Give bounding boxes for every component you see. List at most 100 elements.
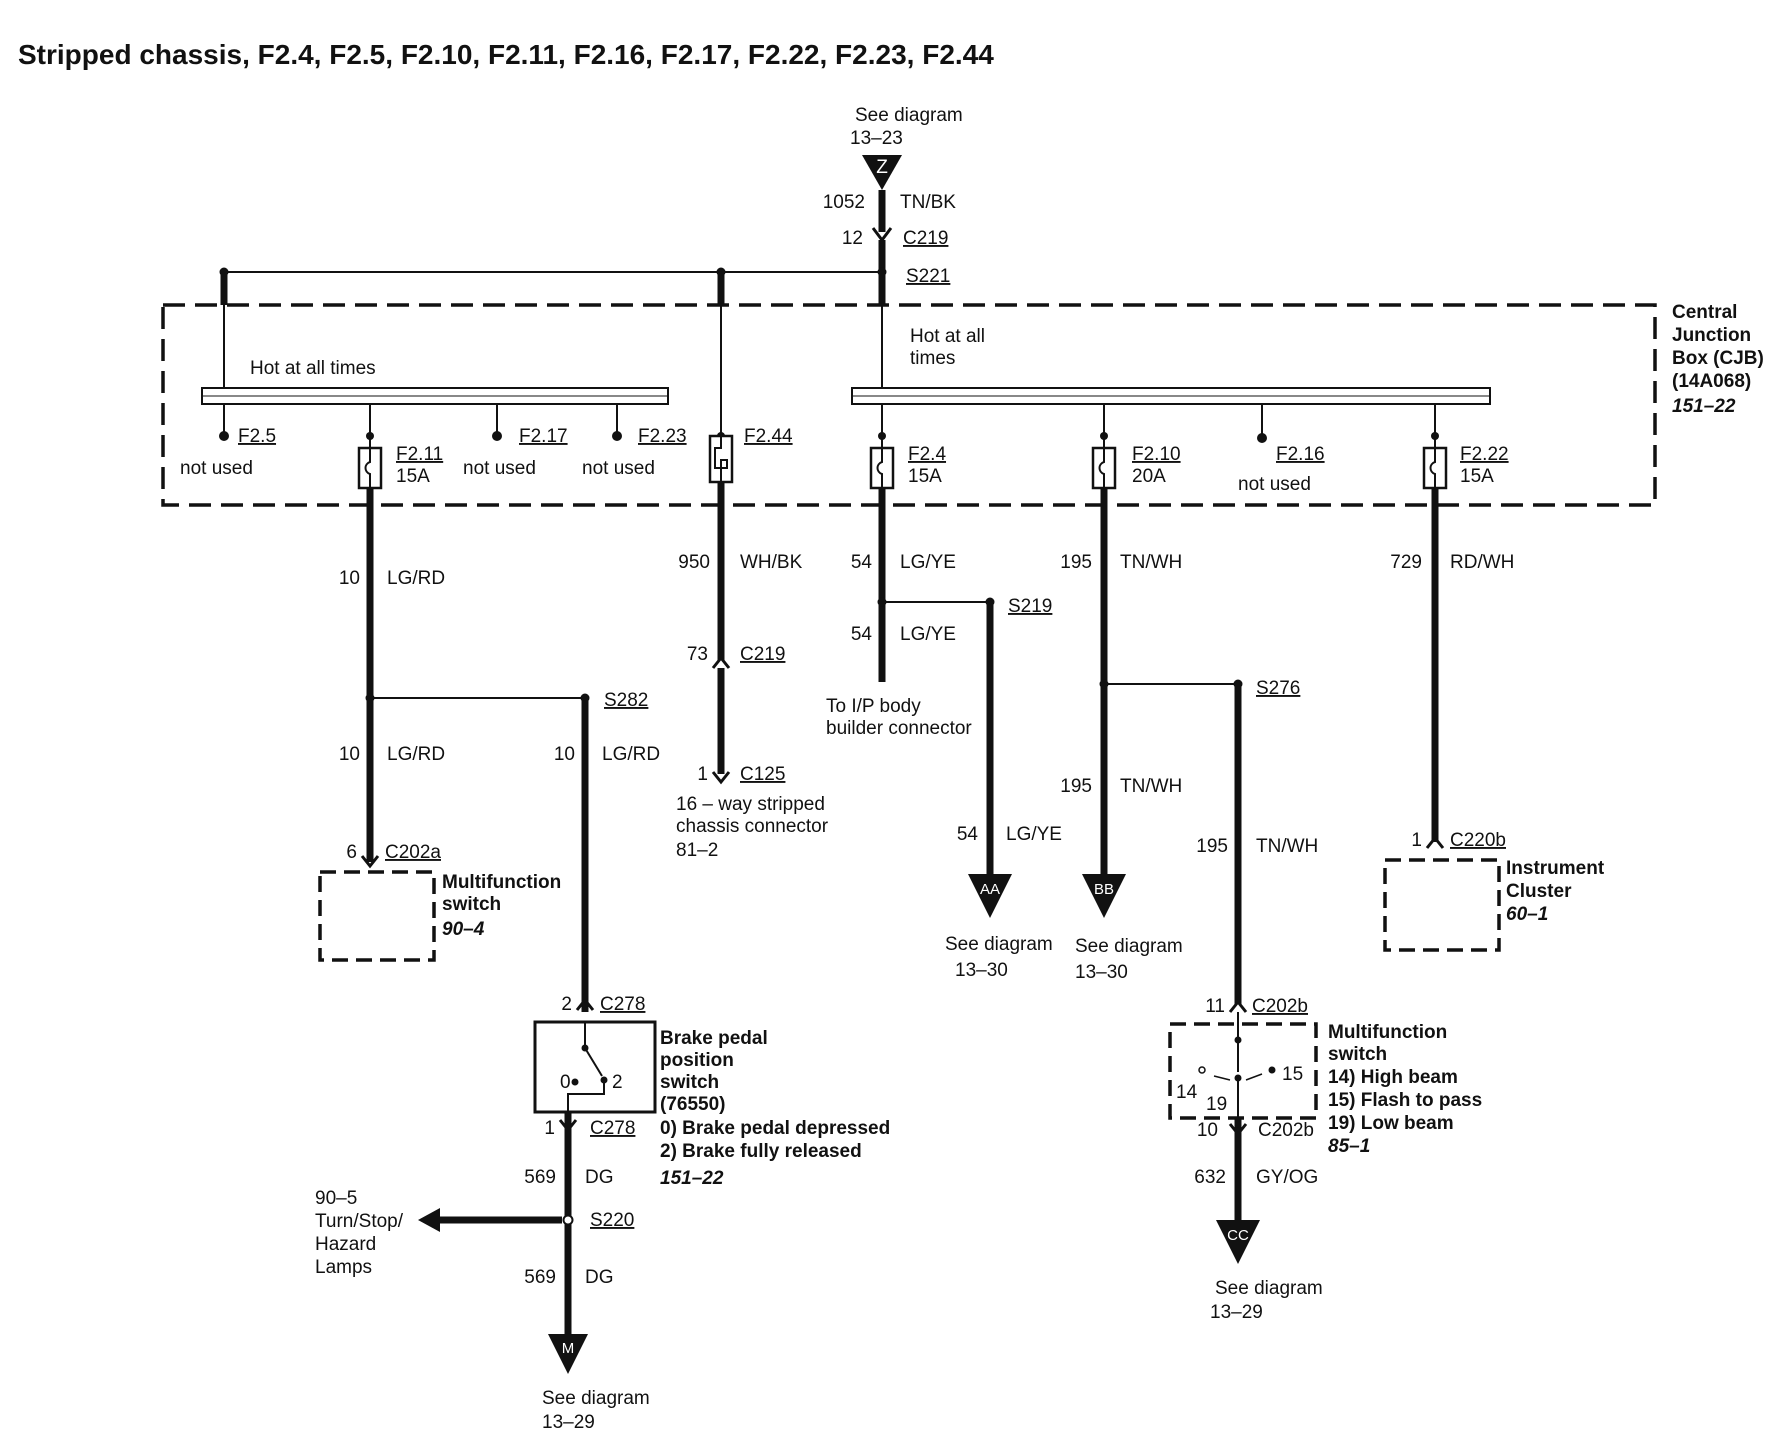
mfs-b-label-3: 14) High beam (1328, 1067, 1458, 1088)
branch-f222: 729 RD/WH 1 C220b Instrument Cluster 60–… (1383, 488, 1605, 952)
marker-aa-see: See diagram (945, 934, 1053, 955)
c125-desc-2: chassis connector (676, 816, 829, 837)
c219-top-name: C219 (903, 228, 948, 249)
wire-54-b-number: 54 (851, 624, 873, 645)
f25-dot (219, 431, 229, 441)
marker-cc-label: CC (1227, 1227, 1249, 1244)
bp-switch-blade (584, 1047, 603, 1077)
instrument-cluster-box (1383, 858, 1501, 952)
mfs-b-label-1: Multifunction (1328, 1022, 1447, 1043)
ic-label-2: Cluster (1506, 881, 1572, 902)
c278-top-name: C278 (600, 994, 645, 1015)
f217-dot (492, 431, 502, 441)
f210-dot (1100, 432, 1108, 440)
marker-m-triangle (548, 1334, 588, 1374)
c220b-pin: 1 (1411, 830, 1422, 851)
marker-cc-see: See diagram (1215, 1278, 1323, 1299)
cjb-label-1: Central (1672, 302, 1737, 323)
wire-569-b-number: 569 (524, 1267, 556, 1288)
wire-f211-a-color: LG/RD (387, 568, 445, 589)
branch-f210: 195 TN/WH S276 195 TN/WH BB See diagram … (1060, 488, 1482, 1323)
marker-aa-ref: 13–30 (955, 960, 1008, 981)
top-marker-triangle (862, 155, 902, 190)
wire-569-b-color: DG (585, 1267, 614, 1288)
wire-195-c-number: 195 (1196, 836, 1228, 857)
f211-name: F2.11 (396, 444, 443, 465)
central-junction-box: Central Junction Box (CJB) (14A068) 151–… (161, 302, 1764, 507)
f222-dot (1431, 432, 1439, 440)
bp-switch-pos-2: 2 (612, 1072, 623, 1093)
marker-m-ref: 13–29 (542, 1412, 595, 1433)
marker-m-label: M (562, 1340, 575, 1357)
marker-m-see: See diagram (542, 1388, 650, 1409)
branch-f211: 10 LG/RD S282 10 LG/RD 6 C202a Multifunc… (315, 488, 890, 1433)
wire-632-number: 632 (1194, 1167, 1226, 1188)
mfs-a-label-2: switch (442, 894, 501, 915)
diagram-title: Stripped chassis, F2.4, F2.5, F2.10, F2.… (18, 39, 994, 70)
s276-left-dot (1099, 679, 1109, 689)
marker-cc-triangle (1216, 1220, 1260, 1264)
marker-aa-triangle (968, 874, 1012, 918)
f244-name: F2.44 (744, 426, 793, 447)
wire-195-a-color: TN/WH (1120, 552, 1182, 573)
wire-54-c-number: 54 (957, 824, 979, 845)
c125-name: C125 (740, 764, 785, 785)
bp-label-1: Brake pedal (660, 1028, 768, 1049)
multifunction-switch-a-box (318, 870, 436, 962)
f24-rating: 15A (908, 466, 942, 487)
mfs-b-link-15 (1245, 1073, 1263, 1081)
wire-54-c-color: LG/YE (1006, 824, 1062, 845)
f216-name: F2.16 (1276, 444, 1325, 465)
mfs-b-sw15: 15 (1282, 1064, 1303, 1085)
bp-label-3: switch (660, 1072, 719, 1093)
top-marker-label: Z (876, 157, 888, 178)
ic-label-3: 60–1 (1506, 904, 1548, 925)
s221-label: S221 (906, 266, 950, 287)
c202b-bottom-connector-icon (1228, 1123, 1248, 1137)
c278-bottom-pin: 1 (544, 1118, 555, 1139)
wire-54-b-color: LG/YE (900, 624, 956, 645)
c278-bottom-connector-icon (558, 1119, 578, 1133)
f24-fuse-element (876, 448, 883, 488)
wire-195-a-number: 195 (1060, 552, 1092, 573)
c220b-connector-icon (1425, 835, 1445, 849)
c219-mid-pin: 73 (687, 644, 708, 665)
f211-dot (366, 432, 374, 440)
c125-connector-icon (711, 771, 731, 785)
c202b-bottom-pin: 10 (1197, 1120, 1218, 1141)
wire-950-number: 950 (678, 552, 710, 573)
mfs-b-label-5: 19) Low beam (1328, 1113, 1454, 1134)
s282-label: S282 (604, 690, 648, 711)
bp-switch-contact-0 (571, 1078, 579, 1086)
c202b-bottom-name: C202b (1258, 1120, 1314, 1141)
marker-bb-see: See diagram (1075, 936, 1183, 957)
f210-fuse-element (1098, 448, 1105, 488)
bp-switch-output (567, 1080, 605, 1112)
s220-label: S220 (590, 1210, 634, 1231)
bp-label-4: (76550) (660, 1094, 726, 1115)
top-ref-label: 13–23 (850, 128, 903, 149)
turn-stop-label-2: Hazard (315, 1234, 376, 1255)
wire-195-b-color: TN/WH (1120, 776, 1182, 797)
mfs-b-contact-15 (1268, 1066, 1276, 1074)
f216-dot (1257, 433, 1267, 443)
bp-label-2: position (660, 1050, 734, 1071)
ip-label-2: builder connector (826, 718, 972, 739)
branch-f24: 54 LG/YE S219 54 LG/YE To I/P body build… (826, 488, 1062, 981)
wire-569-a-number: 569 (524, 1167, 556, 1188)
wire-729-color: RD/WH (1450, 552, 1514, 573)
f210-rating: 20A (1132, 466, 1166, 487)
f24-dot (878, 432, 886, 440)
c278-bottom-name: C278 (590, 1118, 635, 1139)
c202a-pin: 6 (346, 842, 357, 863)
wire-950-color: WH/BK (740, 552, 803, 573)
c125-desc-3: 81–2 (676, 840, 718, 861)
wire-195-b-number: 195 (1060, 776, 1092, 797)
f25-name: F2.5 (238, 426, 276, 447)
c278-top-connector-icon (575, 997, 595, 1011)
f223-name: F2.23 (638, 426, 687, 447)
marker-bb-triangle (1082, 874, 1126, 918)
f217-note: not used (463, 458, 536, 479)
bp-state-0: 0) Brake pedal depressed (660, 1118, 890, 1139)
marker-bb-label: BB (1094, 881, 1114, 898)
